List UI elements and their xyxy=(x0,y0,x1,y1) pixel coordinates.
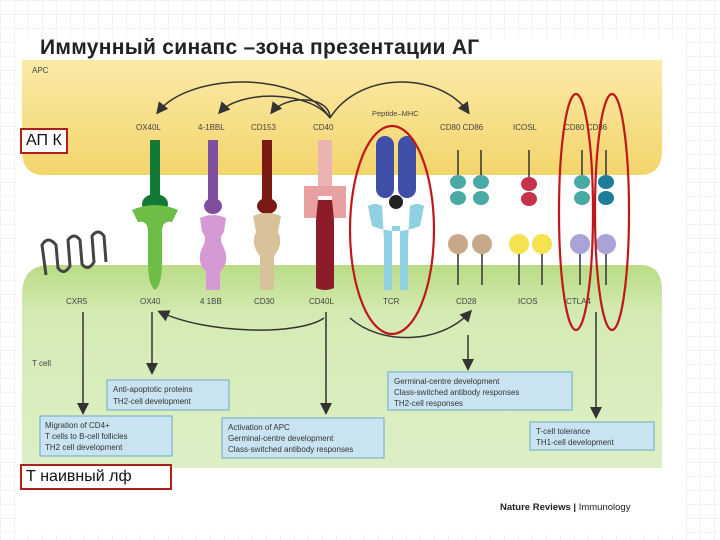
credit-separator: | xyxy=(573,502,577,513)
outcome-box: Migration of CD4+ T cells to B-cell foll… xyxy=(39,415,173,457)
highlight-ellipse-cd86 xyxy=(593,92,631,332)
outcome-box-text: Anti-apoptotic proteins xyxy=(113,385,193,394)
apc-molecule-label: OX40L xyxy=(136,123,161,132)
41bb-pair xyxy=(199,140,227,290)
tcell-molecule-label: CD28 xyxy=(456,297,477,306)
credit-publisher: Nature Reviews xyxy=(500,502,571,513)
apc-molecule-label: CD80 CD86 xyxy=(440,123,484,132)
outcome-box: Germinal-centre development Class-switch… xyxy=(387,371,573,411)
cd40-pair xyxy=(304,140,346,290)
tcell-zone-label: T cell xyxy=(32,359,51,368)
highlight-ellipse-tcr xyxy=(348,124,436,336)
cxcr5-receptor xyxy=(40,230,108,276)
tcell-molecule-label: CTLA4 xyxy=(566,297,591,306)
apc-label: АП К xyxy=(20,128,68,154)
apc-membrane xyxy=(22,60,662,175)
apc-arc-arrow xyxy=(156,81,331,119)
tcell-molecule-label: CXR5 xyxy=(66,297,88,306)
outcome-box: T-cell tolerance TH1-cell development xyxy=(529,421,655,451)
tcell-molecule-label: ICOS xyxy=(518,297,538,306)
highlight-ellipse-cd80 xyxy=(557,92,595,332)
apc-molecule-label: 4-1BBL xyxy=(198,123,225,132)
outcome-box: Activation of APC Germinal-centre develo… xyxy=(221,417,385,459)
outcome-box-text: Germinal-centre development xyxy=(228,434,334,443)
tcell-molecule-label: 4 1BB xyxy=(200,297,222,306)
slide-title: Иммунный синапс –зона презентации АГ xyxy=(40,36,480,59)
journal-credit: Nature Reviews | Immunology xyxy=(500,502,630,513)
outcome-box-text: Activation of APC xyxy=(228,423,290,432)
cd80-cd28-pair xyxy=(448,150,492,285)
apc-arc-arrow xyxy=(329,81,470,119)
apc-molecule-label: CD153 xyxy=(251,123,276,132)
outcome-box-text: Class-switched antibody responses xyxy=(394,388,519,397)
outcome-box: Anti-apoptotic proteins TH2-cell develop… xyxy=(106,379,230,411)
apc-molecule-label: ICOSL xyxy=(513,123,538,132)
tcell-arc-arrow xyxy=(349,309,473,339)
cd80-ctla4-pair xyxy=(570,150,616,285)
outcome-box-text: TH2-cell responses xyxy=(394,399,463,408)
tcell-arc-arrow xyxy=(157,310,325,331)
outcome-box-text: T-cell tolerance xyxy=(536,427,591,436)
outcome-box-text: TH1-cell development xyxy=(536,438,615,447)
apc-arc-arrow xyxy=(217,95,331,119)
tcell-molecule-label: CD40L xyxy=(309,297,334,306)
tcell-molecule-label: CD30 xyxy=(254,297,275,306)
outcome-box-text: TH2 cell development xyxy=(45,443,123,452)
outcome-box-text: Migration of CD4+ xyxy=(45,421,110,430)
ox40-pair xyxy=(132,140,178,290)
apc-molecule-label: CD80 CD86 xyxy=(564,123,608,132)
credit-journal: Immunology xyxy=(578,502,631,513)
tcell-membrane xyxy=(22,265,662,468)
tcell-molecule-label: OX40 xyxy=(140,297,161,306)
icos-pair xyxy=(509,150,552,285)
outcome-box-text: Germinal-centre development xyxy=(394,377,500,386)
apc-zone-label: APC xyxy=(32,66,49,75)
apc-molecule-label: Peptide–MHC xyxy=(372,109,419,118)
mhc-tcr-pair xyxy=(368,136,424,290)
tcell-molecule-label: TCR xyxy=(383,297,400,306)
apc-molecule-label: CD40 xyxy=(313,123,334,132)
tcell-label: Т наивный лф xyxy=(20,464,172,490)
outcome-box-text: T cells to B-cell follicles xyxy=(45,432,128,441)
outcome-box-text: Class-switched antibody responses xyxy=(228,445,353,454)
outcome-box-text: TH2-cell development xyxy=(113,397,192,406)
cd30-pair xyxy=(253,140,281,290)
apc-arc-arrow xyxy=(270,99,331,119)
